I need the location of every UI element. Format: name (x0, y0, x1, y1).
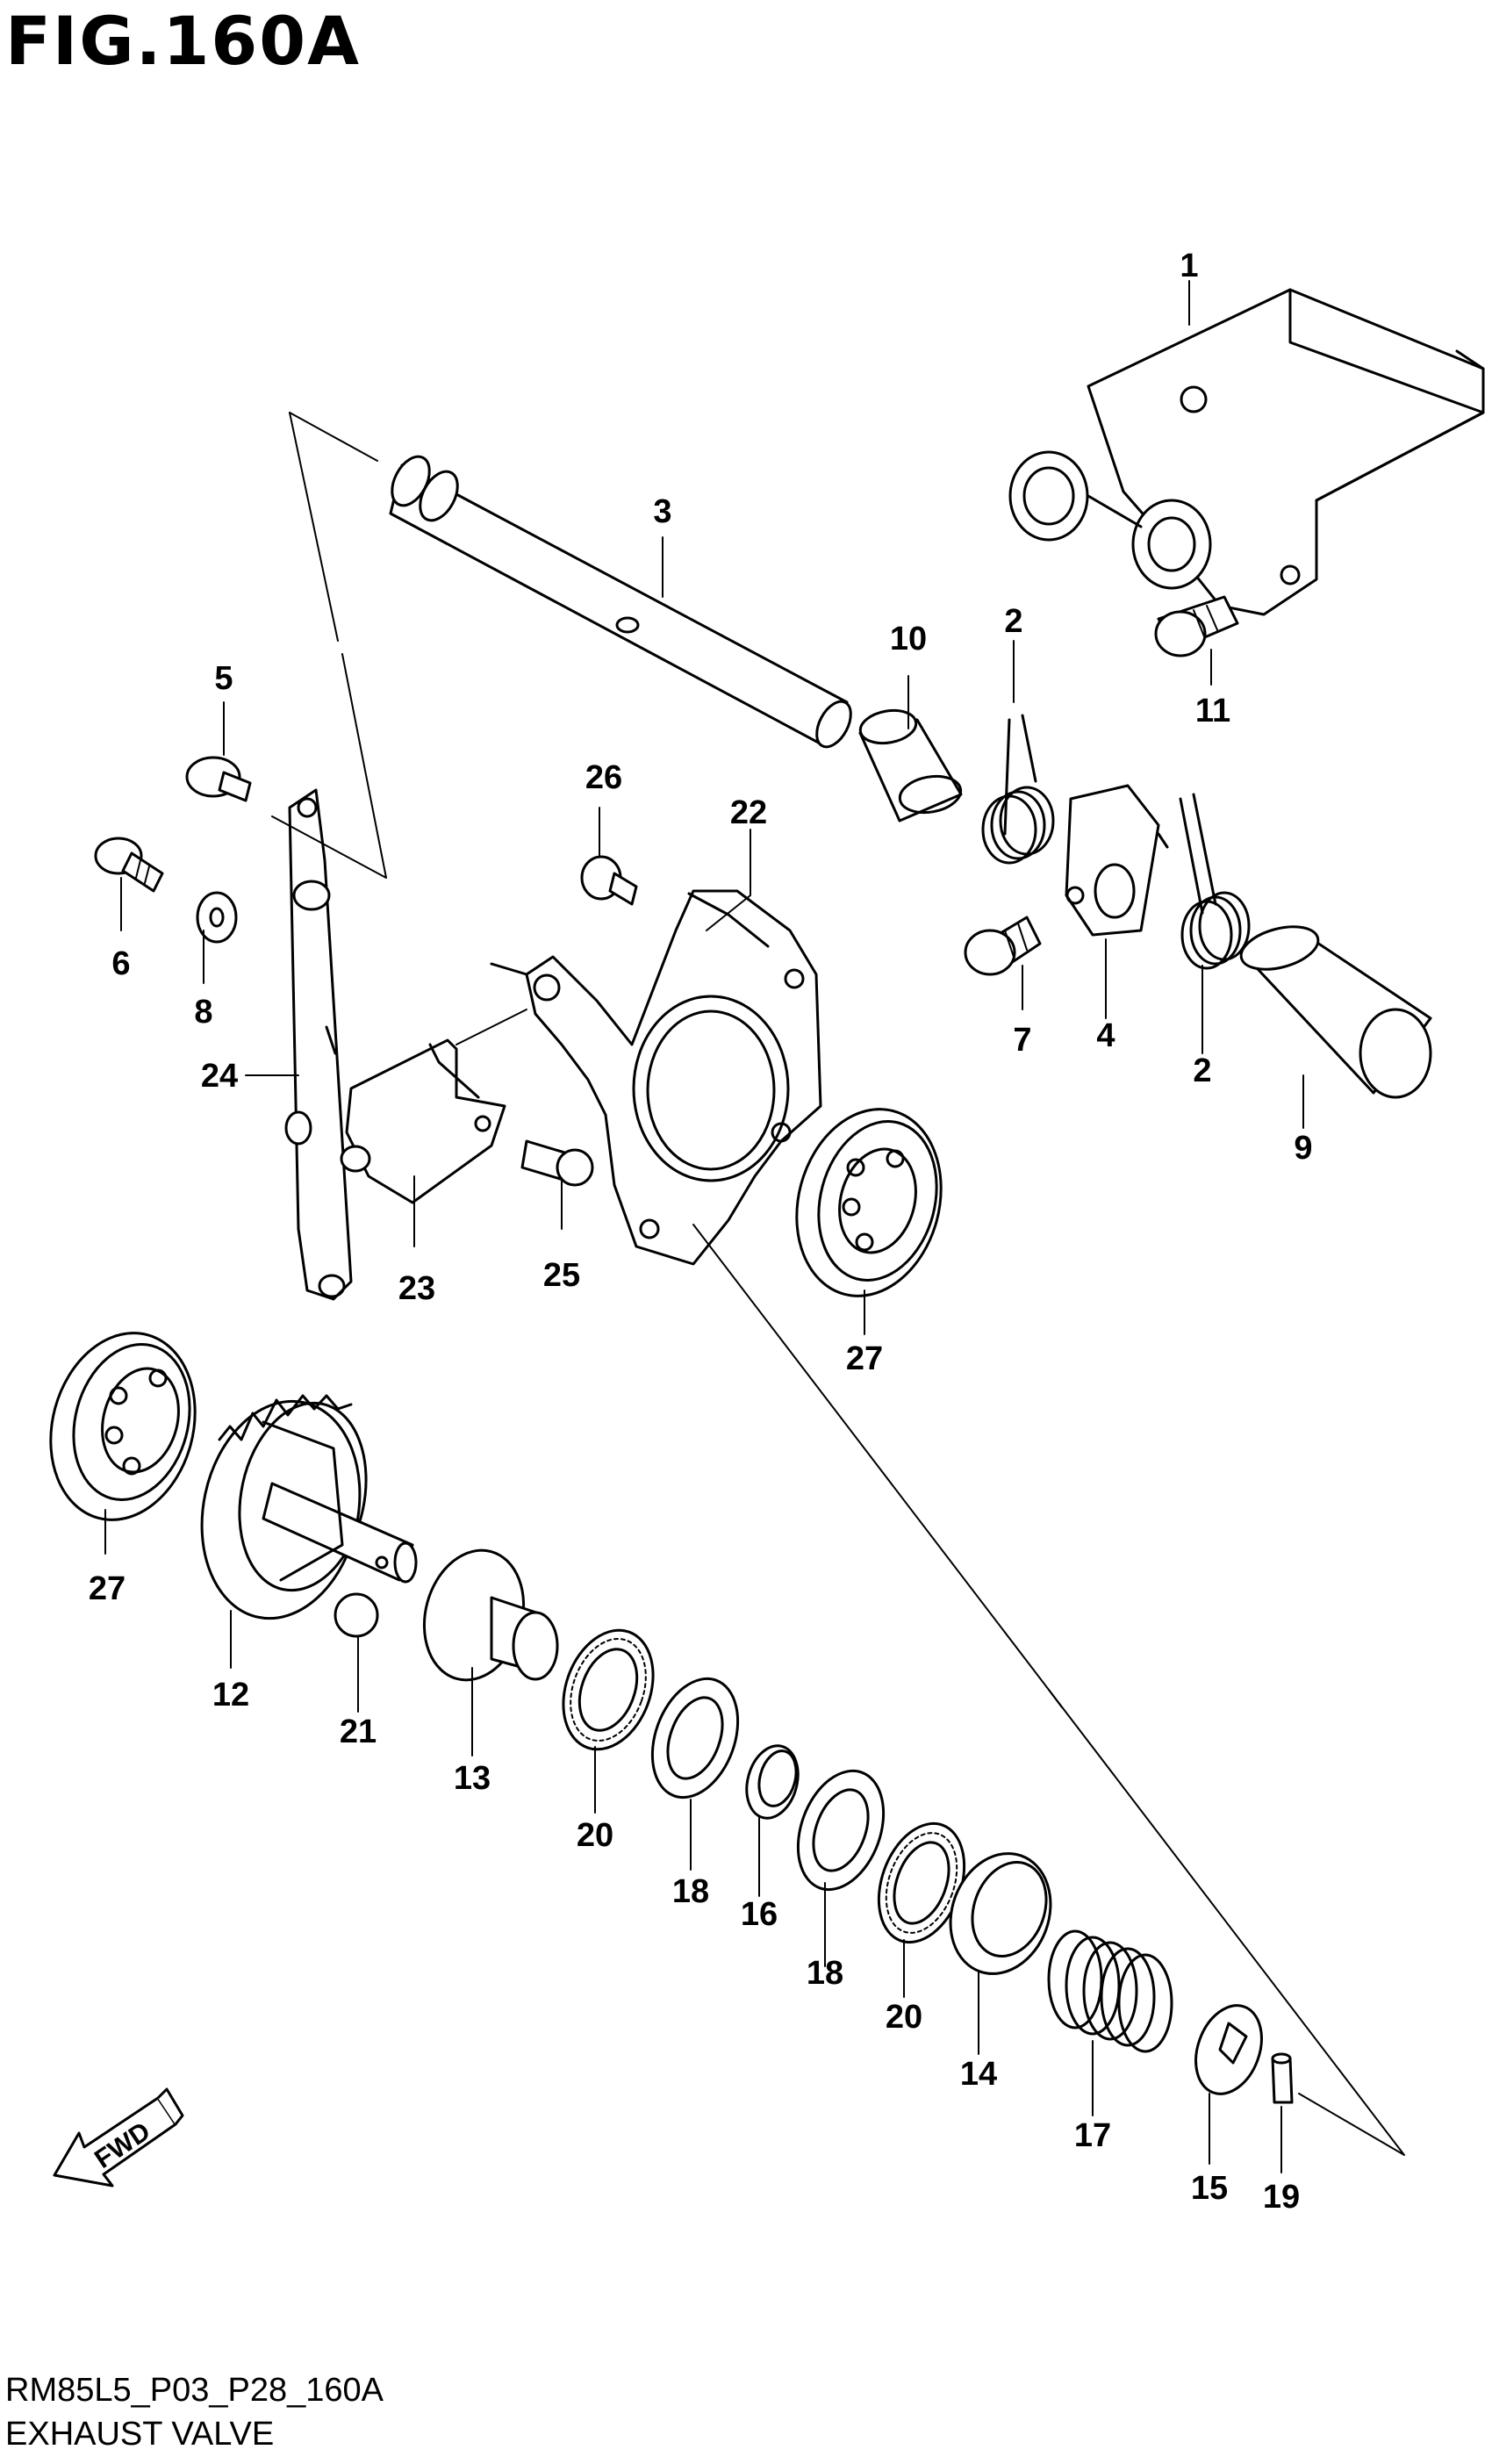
part-2-spring-upper (981, 714, 1055, 865)
callout-2-lower: 2 (1193, 1052, 1211, 1089)
part-14-cup (949, 1852, 1052, 1975)
callout-7: 7 (1013, 1022, 1031, 1059)
callout-22: 22 (730, 794, 767, 831)
part-26-screw (580, 855, 638, 906)
part-8-washer (196, 891, 238, 944)
callout-15: 15 (1191, 2170, 1228, 2207)
part-27-bearing-upper (795, 1108, 943, 1297)
diagram-code: RM85L5_P03_P28_160A (5, 2372, 384, 2409)
part-25-screw (520, 1139, 594, 1187)
part-17-coil-spring (1047, 1929, 1173, 2053)
fwd-arrow-icon: FWD (53, 2087, 184, 2187)
callout-19: 19 (1263, 2179, 1300, 2216)
callout-1: 1 (1180, 248, 1198, 284)
assembly-lines (271, 412, 1405, 2156)
callout-23: 23 (398, 1270, 435, 1307)
callout-21: 21 (340, 1713, 377, 1750)
callout-5: 5 (214, 660, 233, 697)
callout-20-upper: 20 (577, 1817, 613, 1854)
callout-6: 6 (111, 945, 130, 982)
callout-16: 16 (741, 1896, 778, 1933)
part-19-pin (1271, 2052, 1294, 2104)
callout-27-upper: 27 (846, 1340, 883, 1377)
callout-14: 14 (960, 2056, 997, 2093)
callout-20-lower: 20 (886, 1999, 922, 2036)
part-6-bolt (94, 837, 164, 893)
part-7-bolt (964, 916, 1042, 976)
part-22-housing (490, 889, 822, 1266)
callout-10: 10 (890, 621, 927, 657)
callout-27-lower: 27 (89, 1570, 126, 1607)
callout-9: 9 (1294, 1130, 1312, 1167)
callout-17: 17 (1074, 2117, 1111, 2154)
part-11-bolt (1154, 595, 1239, 657)
part-4-lever (1065, 784, 1169, 937)
part-18-washer-upper (650, 1677, 740, 1800)
part-18-washer-lower (796, 1769, 886, 1892)
callout-26: 26 (585, 759, 622, 796)
part-16-ring (745, 1744, 800, 1820)
part-12-gear (200, 1394, 418, 1620)
callout-3: 3 (653, 493, 671, 530)
callout-numbers: 1 2 2 3 4 5 6 7 8 9 10 11 12 13 14 15 16… (89, 248, 1313, 2216)
callout-18-lower: 18 (807, 1955, 843, 1992)
part-3-shaft (389, 455, 852, 749)
part-13-bushing (422, 1548, 559, 1682)
leader-lines (104, 280, 1304, 2173)
part-10-collar (858, 708, 963, 823)
callout-4: 4 (1096, 1017, 1115, 1054)
callout-12: 12 (212, 1677, 249, 1713)
part-15-retainer (1194, 2004, 1263, 2095)
callout-11: 11 (1195, 693, 1230, 729)
callout-24: 24 (201, 1058, 238, 1095)
diagram-title: EXHAUST VALVE (5, 2416, 275, 2453)
part-20-thrust-bearing-upper (562, 1628, 655, 1751)
callout-8: 8 (194, 994, 212, 1031)
part-5-bolt (185, 756, 252, 802)
part-2-spring-lower (1179, 793, 1251, 970)
callout-18-upper: 18 (672, 1873, 709, 1910)
part-9-sleeve (1239, 925, 1432, 1099)
part-27-bearing-lower (49, 1332, 197, 1521)
callout-13: 13 (454, 1760, 491, 1797)
part-23-bracket (284, 1038, 506, 1204)
figure-title: FIG.160A (5, 2, 361, 80)
part-1-valve-holder (1008, 288, 1485, 616)
part-24-rod (288, 788, 353, 1301)
callout-25: 25 (543, 1257, 580, 1294)
callout-2-upper: 2 (1004, 603, 1022, 640)
part-21-ball (334, 1592, 379, 1638)
